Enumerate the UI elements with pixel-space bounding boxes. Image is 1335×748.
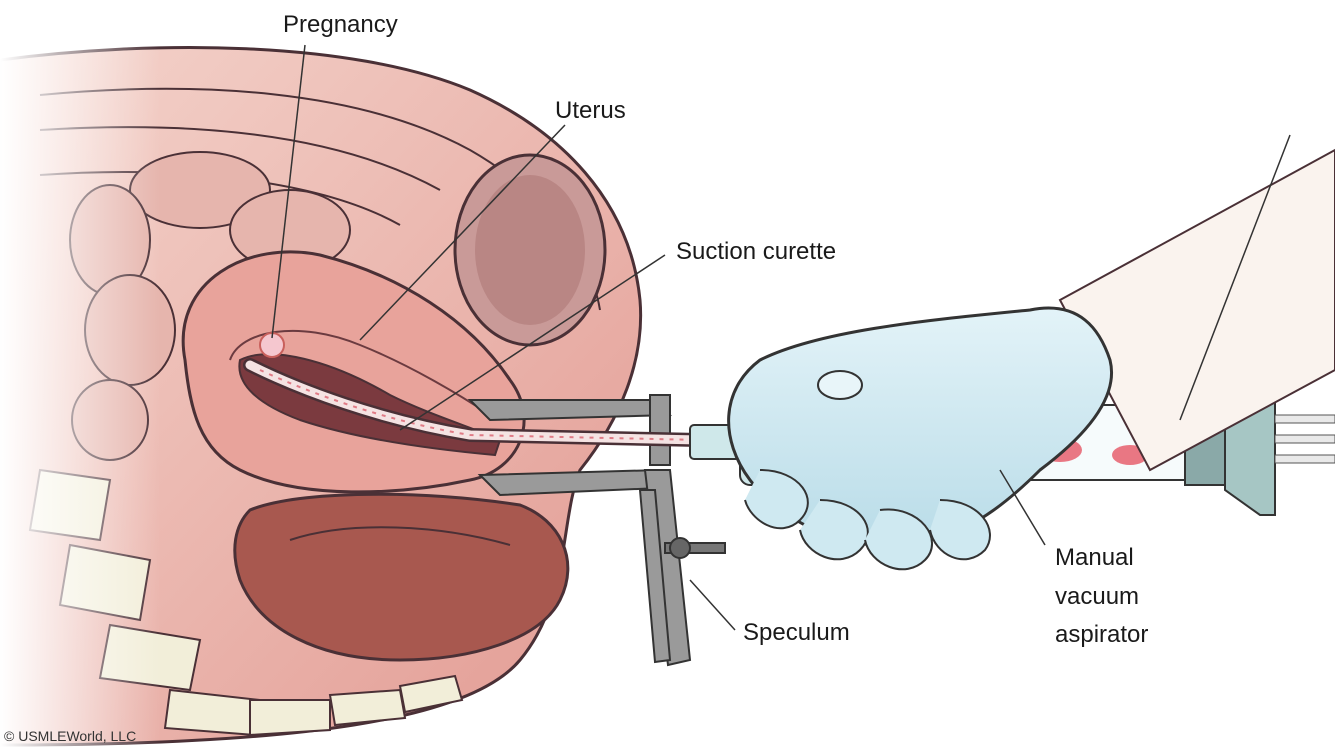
label-uterus: Uterus [555,96,626,126]
label-pregnancy: Pregnancy [283,10,398,40]
label-manual-vacuum-line1: Manual [1055,543,1134,573]
copyright-notice: © USMLEWorld, LLC [4,728,136,744]
label-manual-vacuum-line3: aspirator [1055,620,1148,650]
label-speculum: Speculum [743,618,850,648]
label-suction-curette: Suction curette [676,237,836,267]
label-manual-vacuum-line2: vacuum [1055,582,1139,612]
